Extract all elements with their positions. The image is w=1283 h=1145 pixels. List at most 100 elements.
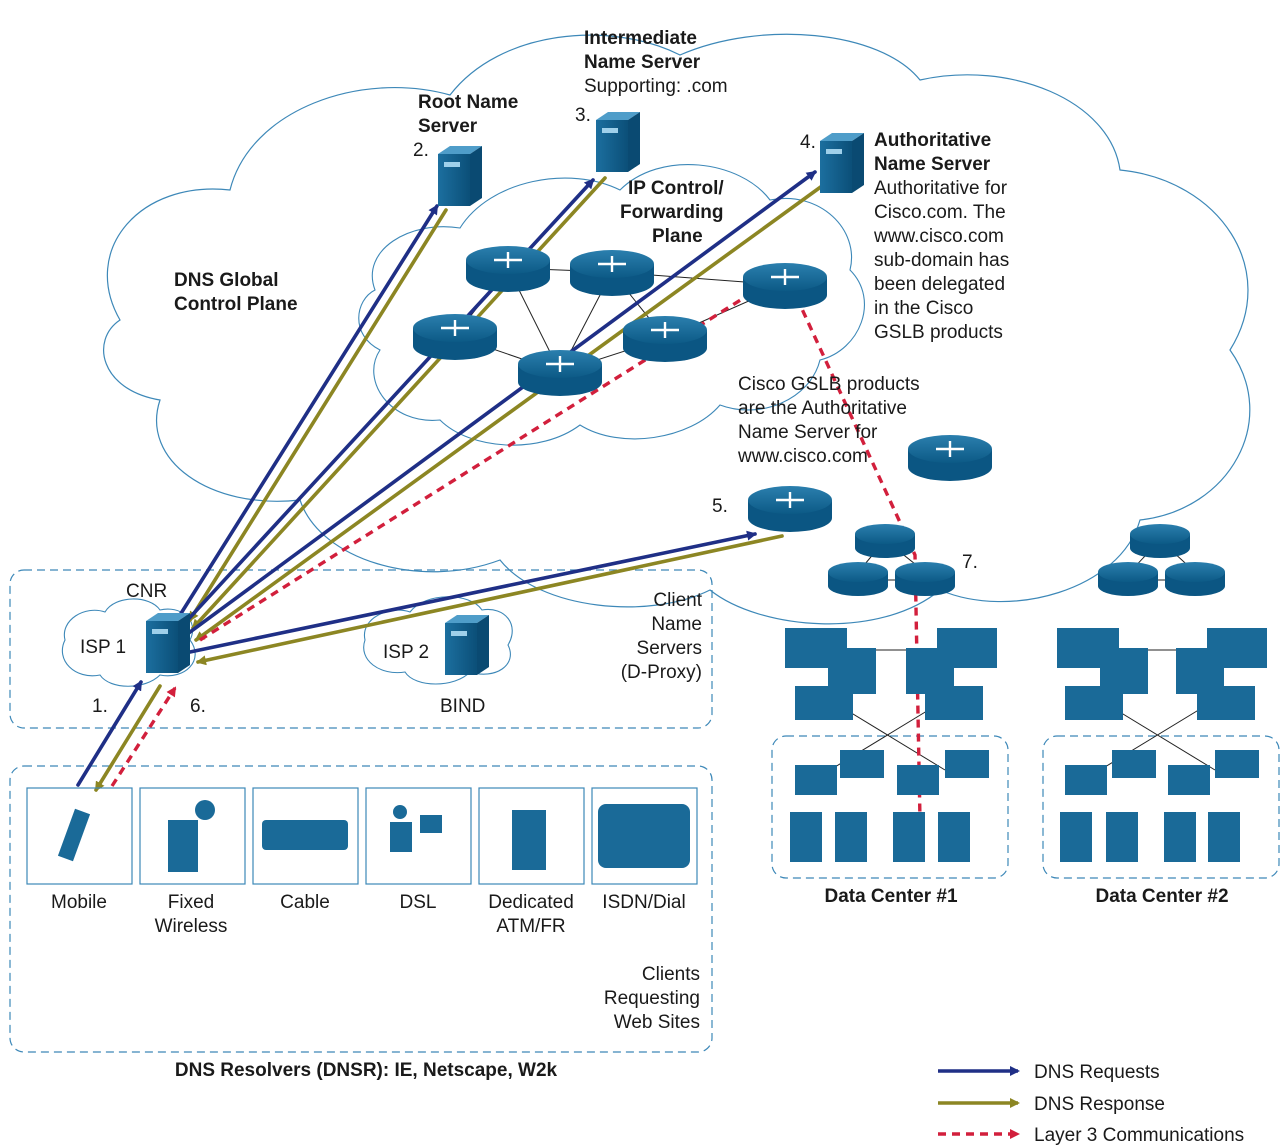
client-ns-1: Name [651,614,702,635]
dns-global-0: DNS Global [174,270,279,291]
client-dedicated-2: ATM/FR [496,916,565,937]
server-icon-cnr [146,613,190,673]
fixed-wireless-box [139,787,246,885]
building-antenna-icon [168,820,198,872]
gslb-router-icon [908,435,992,481]
clients-req-2: Web Sites [614,1012,700,1033]
router-icon [466,246,550,292]
client-fixed: Fixed [168,892,214,913]
router-icon [413,314,497,360]
root-title-2: Server [418,116,478,137]
mobile-phone-icon [57,808,91,862]
server-icon [820,133,864,193]
auth-desc-5: in the Cisco [874,298,973,319]
step-7: 7. [962,552,978,573]
dc2-router-icon [1130,524,1190,558]
client-glyphs [57,800,690,872]
isdn-box [591,787,698,885]
step-3: 3. [575,105,591,126]
isp2-cloud [363,596,513,685]
ip-plane-0: IP Control/ [628,178,724,199]
client-dedicated: Dedicated [488,892,574,913]
step-5: 5. [712,496,728,517]
auth-desc-1: Cisco.com. The [874,202,1006,223]
server-icon [438,146,482,206]
step-1: 1. [92,696,108,717]
dc2-switches [1057,628,1267,862]
arrow-request-intermediate [181,178,595,627]
people-group-icon [598,804,690,868]
client-isdn: ISDN/Dial [602,892,685,913]
client-ns-2: Servers [637,638,702,659]
dc1-router-icon [855,524,915,558]
arrow-response-intermediate [191,176,607,630]
layer3-paths [110,270,925,822]
legend-requests: DNS Requests [1034,1062,1160,1083]
dc1-switches [785,628,997,862]
router-icon [570,250,654,296]
satellite-dish-icon [195,800,215,820]
arrow-response-gslb [196,534,784,666]
arrow-response-root [188,208,448,622]
dc2-load-balancer-icon [1165,562,1225,596]
arrow-response-6 [94,684,162,792]
isp1-label: ISP 1 [80,637,126,658]
dsl-box [365,787,472,885]
ip-plane-1: Forwarding [620,202,723,223]
intermediate-title: Intermediate [584,28,697,49]
bind-label: BIND [440,696,485,717]
resolvers-label: DNS Resolvers (DNSR): IE, Netscape, W2k [175,1060,558,1081]
auth-desc-4: been delegated [874,274,1005,295]
cable-box [252,787,359,885]
clients-box [9,765,713,1053]
dns-global-1: Control Plane [174,294,298,315]
dns-global-cloud [103,33,1251,625]
intermediate-title-2: Name Server [584,52,701,73]
arrow-request-authoritative [184,170,817,637]
gslb-note-1: are the Authoritative [738,398,907,419]
legend-swatches [938,1066,1020,1139]
arrow-response-authoritative [194,184,824,642]
client-ns-3: (D-Proxy) [621,662,702,683]
client-cable: Cable [280,892,330,913]
auth-title-2: Name Server [874,154,991,175]
legend-response: DNS Response [1034,1094,1165,1115]
office-building-icon [512,810,546,870]
clients-req-1: Requesting [604,988,700,1009]
auth-desc-3: sub-domain has [874,250,1009,271]
server-icon-bind [445,615,489,675]
root-title: Root Name [418,92,518,113]
person-icon [393,805,407,819]
ip-plane-2: Plane [652,226,703,247]
gslb-note-2: Name Server for [738,422,878,443]
server-icon [596,112,640,172]
dedicated-box [478,787,585,885]
intermediate-subtitle: Supporting: .com [584,76,728,97]
cable-modem-icon [262,820,348,850]
gslb-router-icon [748,486,832,532]
router-icon [623,316,707,362]
client-name-servers-box [9,569,713,729]
legend-layer3: Layer 3 Communications [1034,1125,1244,1145]
auth-title: Authoritative [874,130,991,151]
router-icon [518,350,602,396]
router-icon [743,263,827,309]
dc1-load-balancer-icon [828,562,888,596]
dc2-load-balancer-icon [1098,562,1158,596]
gslb-note-3: www.cisco.com [737,446,868,467]
client-fixed-2: Wireless [155,916,228,937]
auth-desc-2: www.cisco.com [873,226,1004,247]
dc1-load-balancer-icon [895,562,955,596]
computer-icon [420,815,442,833]
cnr-label: CNR [126,581,167,602]
auth-desc-6: GSLB products [874,322,1003,343]
client-mobile: Mobile [51,892,107,913]
arrow-request-1 [76,680,143,787]
dc2-label: Data Center #2 [1095,886,1228,907]
dc2-server-box [1042,735,1280,879]
arrow-request-gslb [188,530,757,654]
mobile-box [26,787,133,885]
gslb-note-0: Cisco GSLB products [738,374,920,395]
dc1-label: Data Center #1 [824,886,957,907]
